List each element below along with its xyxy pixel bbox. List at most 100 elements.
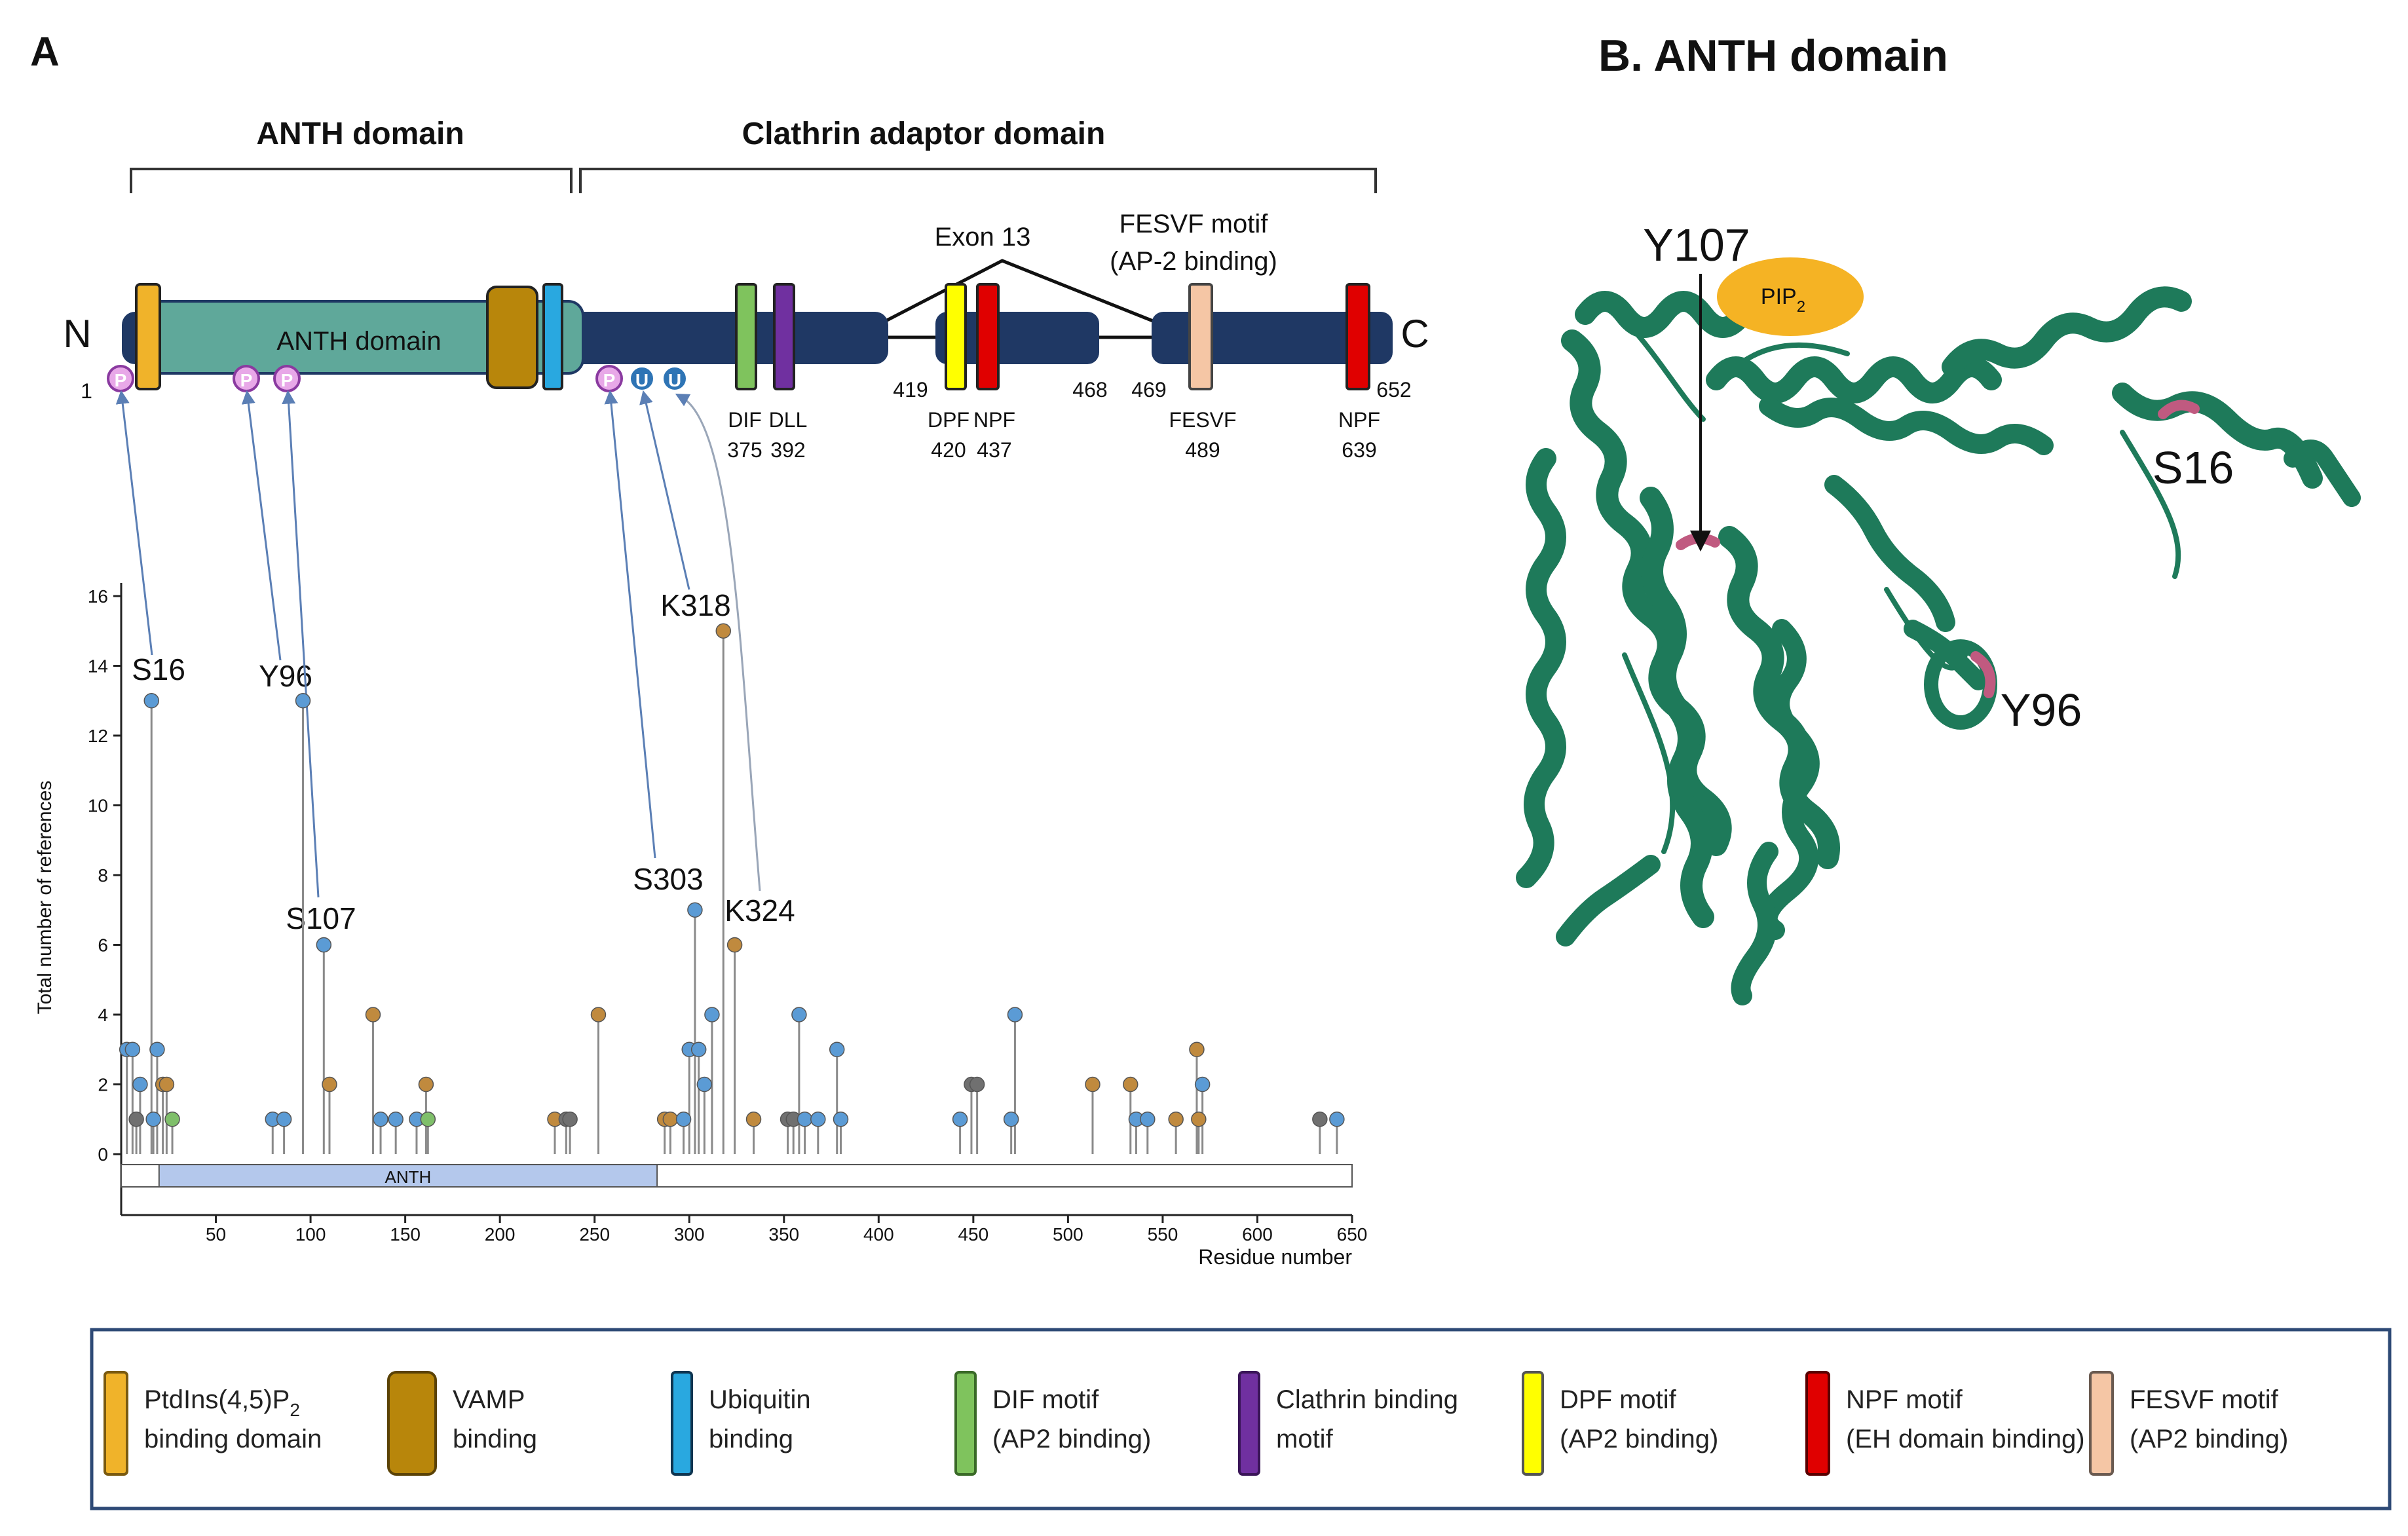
chart-y-axis-label: Total number of references (34, 781, 56, 1015)
anth-domain-box-label: ANTH domain (276, 327, 441, 356)
lollipop-point (1168, 1112, 1184, 1127)
lollipop-point (1003, 1112, 1019, 1127)
legend-swatch (1522, 1371, 1544, 1476)
dif-motif-segment (735, 283, 757, 390)
lollipop-point (128, 1112, 144, 1127)
ubiquitin-binding-segment (542, 283, 563, 390)
npf-motif-segment-1 (976, 283, 1000, 390)
lollipop-point (143, 693, 160, 709)
anth-bracket-label: ANTH domain (256, 117, 464, 151)
lollipop-point (969, 1076, 985, 1093)
legend-label-line1: PtdIns(4,5)P2 (144, 1385, 300, 1420)
lollipop-point (373, 1112, 388, 1127)
svg-text:P: P (115, 370, 127, 390)
legend-swatch (1805, 1371, 1830, 1476)
lollipop-point (829, 1041, 845, 1057)
motif-pos-npf-1: 437 (977, 438, 1011, 462)
arrow-k318 (639, 390, 690, 590)
exon-13-label: Exon 13 (935, 223, 1031, 252)
motif-name-dpf: DPF (928, 408, 969, 432)
anth-bracket (130, 168, 573, 193)
structure-label-y107: Y107 (1643, 219, 1750, 271)
svg-text:U: U (668, 370, 681, 390)
motif-pos-dll: 392 (770, 438, 805, 462)
legend-label-line2: binding (709, 1425, 793, 1453)
motif-pos-fesvf: 489 (1185, 438, 1220, 462)
ubiquitin-marker-k324: U (661, 365, 688, 392)
lollipop-point (726, 937, 743, 953)
lollipop-point (295, 693, 311, 709)
lollipop-point (1007, 1007, 1023, 1022)
n-terminus: N (63, 312, 91, 356)
legend-swatch (671, 1371, 693, 1476)
residue-highlight-y107 (1676, 533, 1720, 550)
lollipop-point (562, 1112, 578, 1127)
lollipop-point (704, 1007, 720, 1022)
clathrin-bracket (579, 168, 1377, 193)
y-tick-label: 0 (98, 1144, 108, 1165)
legend-label-line2: binding (453, 1425, 537, 1453)
residue-highlight-s16 (2158, 400, 2200, 419)
dpf-motif-segment (945, 283, 967, 390)
lollipop-point (365, 1007, 381, 1022)
npf-motif-segment-2 (1345, 283, 1370, 390)
legend-item: DIF motif(AP2 binding) (954, 1371, 1151, 1476)
lollipop-point (164, 1112, 180, 1127)
anth-domain-bar-label: ANTH (385, 1167, 432, 1187)
lollipop-point (687, 902, 703, 918)
lollipop-point (1194, 1076, 1211, 1093)
legend-item: DPF motif(AP2 binding) (1522, 1371, 1718, 1476)
x-tick-label: 100 (295, 1224, 326, 1245)
legend-swatch (103, 1371, 128, 1476)
lollipop-point (797, 1112, 813, 1127)
y-tick-label: 12 (88, 726, 108, 746)
legend-label-line2: (AP2 binding) (2130, 1425, 2288, 1453)
legend-label-line1: Ubiquitin (709, 1385, 811, 1414)
ubiquitin-marker-k318: U (628, 365, 656, 392)
pos-469: 469 (1131, 378, 1166, 402)
legend-swatch (2089, 1371, 2114, 1476)
lollipop-point (420, 1112, 436, 1127)
phospho-marker-s107: P (273, 365, 301, 392)
fesvf-motif-segment (1188, 283, 1213, 390)
site-label-k324: K324 (724, 893, 795, 927)
legend-swatch (954, 1371, 977, 1476)
legend-item: Clathrin binding motif (1238, 1371, 1458, 1476)
phospho-marker-s303: P (595, 365, 623, 392)
panel-a-label: A (30, 29, 60, 75)
pos-419: 419 (893, 378, 928, 402)
motif-name-npf-2: NPF (1338, 408, 1380, 432)
x-tick-label: 600 (1242, 1224, 1273, 1245)
x-tick-label: 550 (1148, 1224, 1178, 1245)
lollipop-point (662, 1112, 679, 1127)
pos-652: 652 (1376, 378, 1411, 402)
site-label-s107: S107 (286, 901, 356, 935)
legend-label-line1: Clathrin binding (1276, 1385, 1458, 1414)
pip2-ellipse (1717, 257, 1864, 336)
legend-label-line1: FESVF motif (2130, 1385, 2279, 1414)
lollipop-point (590, 1007, 607, 1022)
fesvf-header-line1: FESVF motif (1119, 210, 1269, 238)
phospho-marker-y96: P (233, 365, 260, 392)
y-tick-label: 16 (88, 586, 108, 607)
lollipop-point (952, 1112, 968, 1127)
site-label-s16: S16 (132, 652, 185, 686)
lollipop-point (1189, 1041, 1205, 1057)
panel-a: A ANTH domain Clathrin adaptor domain Ex… (30, 29, 1429, 935)
motif-pos-dpf: 420 (931, 438, 966, 462)
legend-label-line1: DPF motif (1560, 1385, 1677, 1414)
arrow-s303 (604, 390, 656, 859)
x-tick-label: 200 (485, 1224, 516, 1245)
lollipop-point (696, 1076, 713, 1093)
ptm-lollipop-chart: Total number of references Residue numbe… (34, 583, 1367, 1269)
residue-highlight-y96 (1970, 651, 1996, 698)
dll-motif-segment (773, 283, 795, 390)
phospho-marker-s16: P (107, 365, 134, 392)
lollipop-point (149, 1041, 165, 1057)
x-tick-label: 400 (863, 1224, 894, 1245)
legend-label-line2: binding domain (144, 1425, 322, 1453)
legend-label-line2: motif (1276, 1425, 1334, 1453)
lollipop-point (418, 1076, 434, 1093)
legend-item: NPF motif(EH domain binding) (1805, 1371, 2085, 1476)
